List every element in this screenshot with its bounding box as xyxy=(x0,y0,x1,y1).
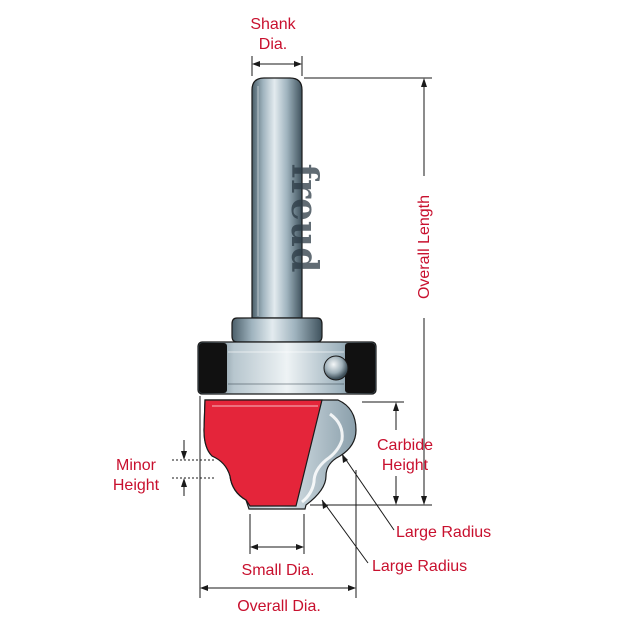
brand-logo: freud xyxy=(283,164,325,273)
router-bit: freud xyxy=(197,77,377,510)
label-shank-dia-1: Shank xyxy=(250,16,296,33)
bearing xyxy=(197,341,377,395)
set-screw-ball xyxy=(323,355,349,381)
label-large-radius-2: Large Radius xyxy=(372,558,467,575)
label-minor-height-2: Height xyxy=(113,477,160,494)
label-carbide-height-2: Height xyxy=(382,457,429,474)
shank xyxy=(251,77,303,319)
dimension-lines xyxy=(172,56,432,598)
carbide-insert xyxy=(203,399,323,507)
collar xyxy=(231,317,323,343)
label-minor-height-1: Minor xyxy=(116,457,157,474)
label-overall-dia: Overall Dia. xyxy=(237,598,321,615)
dimension-labels: Shank Dia. Overall Length Carbide Height… xyxy=(113,16,491,615)
label-carbide-height-1: Carbide xyxy=(377,437,433,454)
label-overall-length: Overall Length xyxy=(416,195,433,299)
label-small-dia: Small Dia. xyxy=(242,562,315,579)
label-shank-dia-2: Dia. xyxy=(259,36,287,53)
label-large-radius-1: Large Radius xyxy=(396,524,491,541)
dimension-arrows xyxy=(181,61,427,591)
